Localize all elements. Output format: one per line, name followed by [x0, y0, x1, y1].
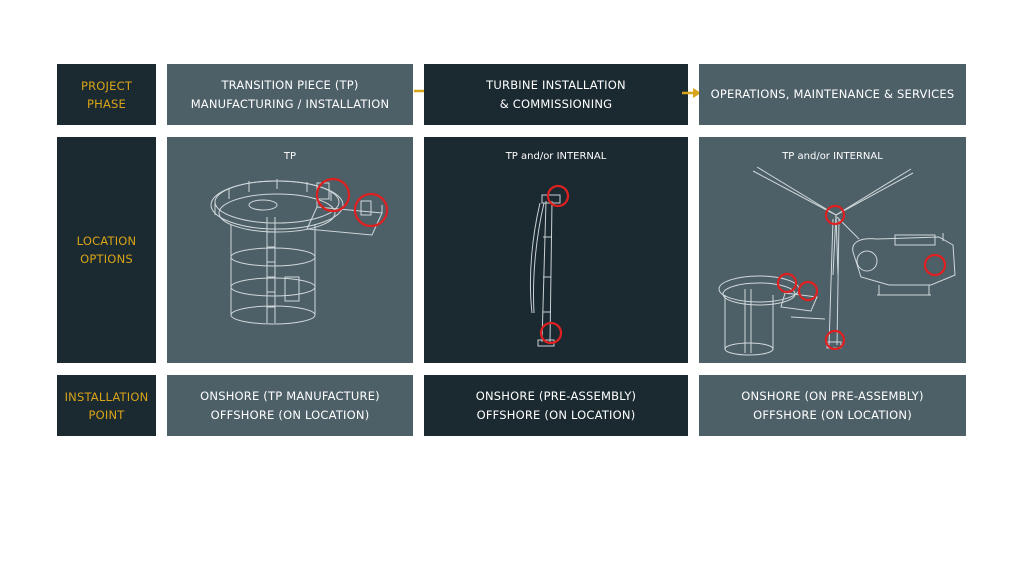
arrow-right-icon — [682, 88, 701, 98]
highlight-circle-icon — [797, 280, 819, 302]
location-caption: TP — [283, 151, 297, 162]
row-label-line: PHASE — [86, 96, 126, 111]
install-point-line: OFFSHORE (ON LOCATION) — [210, 407, 370, 422]
row-label-line: INSTALLATION — [64, 389, 149, 404]
location-caption: TP and/or INTERNAL — [782, 151, 883, 162]
row-label-line: LOCATION — [76, 234, 137, 248]
highlight-circle-icon — [353, 192, 389, 228]
highlight-circle-icon — [539, 321, 563, 345]
highlight-circle-icon — [546, 184, 570, 208]
phase-title-line: & COMMISSIONING — [499, 96, 613, 111]
phase-title-line: OPERATIONS, MAINTENANCE & SERVICES — [710, 87, 955, 101]
wind-turbine-tower-illustration — [529, 184, 570, 347]
phase-title-line: MANUFACTURING / INSTALLATION — [190, 96, 390, 111]
wind-turbine-nacelle-illustration — [718, 166, 956, 356]
row-label-project-phase: PROJECT PHASE — [57, 64, 156, 125]
row-label-line: POINT — [88, 407, 125, 422]
location-panel-operations: TP and/or INTERNAL — [699, 137, 966, 363]
phase-header-turbine-installation: TURBINE INSTALLATION & COMMISSIONING — [424, 64, 688, 125]
row-label-location-options: LOCATION OPTIONS — [57, 137, 156, 363]
phase-header-transition-piece: TRANSITION PIECE (TP) MANUFACTURING / IN… — [167, 64, 413, 125]
install-point-line: ONSHORE (PRE-ASSEMBLY) — [475, 388, 637, 403]
location-caption: TP and/or INTERNAL — [505, 151, 607, 162]
phase-title-line: TURBINE INSTALLATION — [486, 77, 626, 92]
install-point-turbine-installation: ONSHORE (PRE-ASSEMBLY) OFFSHORE (ON LOCA… — [424, 375, 688, 436]
highlight-circle-icon — [776, 272, 798, 294]
install-point-line: OFFSHORE (ON LOCATION) — [476, 407, 636, 422]
row-label-line: OPTIONS — [80, 252, 133, 266]
highlight-circle-icon — [824, 204, 846, 226]
highlight-circle-icon — [824, 329, 846, 351]
install-point-line: ONSHORE (ON PRE-ASSEMBLY) — [741, 388, 924, 403]
highlight-circle-icon — [923, 253, 947, 277]
location-panel-transition-piece: TP — [167, 137, 413, 363]
location-panel-turbine-installation: TP and/or INTERNAL — [424, 137, 688, 363]
highlight-circle-icon — [315, 177, 351, 213]
row-label-installation-point: INSTALLATION POINT — [57, 375, 156, 436]
install-point-transition-piece: ONSHORE (TP MANUFACTURE) OFFSHORE (ON LO… — [167, 375, 413, 436]
install-point-line: OFFSHORE (ON LOCATION) — [753, 407, 912, 422]
row-label-line: PROJECT — [80, 78, 133, 93]
phase-title-line: TRANSITION PIECE (TP) — [221, 77, 359, 92]
install-point-line: ONSHORE (TP MANUFACTURE) — [200, 388, 380, 403]
phase-header-operations: OPERATIONS, MAINTENANCE & SERVICES — [699, 64, 966, 125]
install-point-operations: ONSHORE (ON PRE-ASSEMBLY) OFFSHORE (ON L… — [699, 375, 966, 436]
transition-piece-illustration — [210, 177, 389, 325]
